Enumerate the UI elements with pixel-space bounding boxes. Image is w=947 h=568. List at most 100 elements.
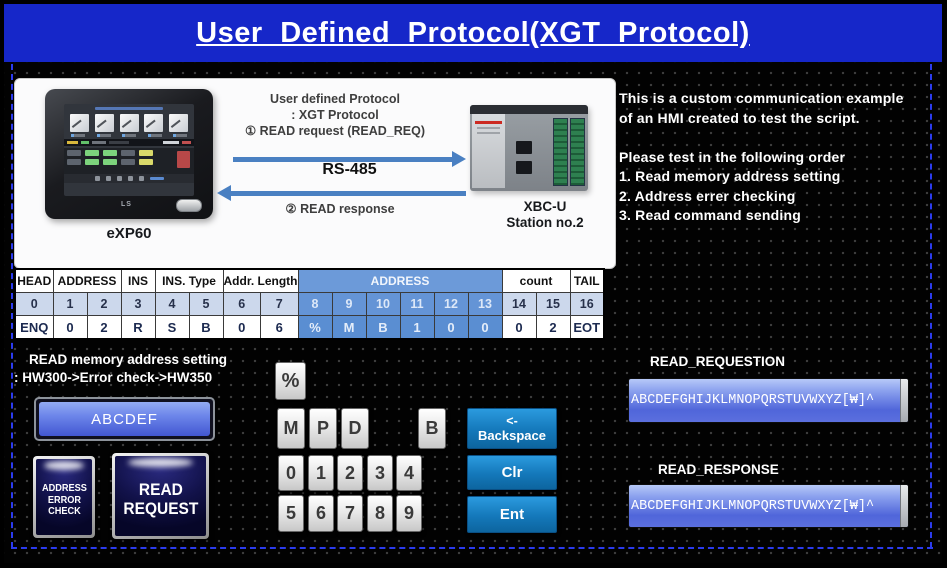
clr-button[interactable]: Clr [467,455,557,490]
memory-setting-line1: READ memory address setting [29,352,228,367]
plc-cpu-module [472,114,505,188]
table-index-cell: 7 [260,292,299,316]
key-percent[interactable]: % [275,362,306,400]
memory-setting-line2: : HW300->Error check->HW350 [14,369,213,385]
info-line: 2. Address errer checking [619,187,796,204]
gauge-tile [70,114,89,132]
table-value-cell: 0 [433,315,469,340]
table-index-cell: 3 [120,292,156,316]
table-value-cell: 0 [52,315,88,340]
table-value-cell: B [365,315,401,340]
gauge-tile [169,114,188,132]
backspace-arrow-icon: <- [506,413,518,428]
read-response-text: ② READ response [285,202,395,216]
key-b[interactable]: B [418,408,446,449]
exp60-label: eXP60 [106,225,152,242]
key-d[interactable]: D [341,408,369,449]
table-value-cell: 6 [260,315,299,340]
key-6[interactable]: 6 [308,495,334,532]
arrow-left-head [217,185,231,201]
plc-terminal-block [553,118,568,186]
read-response-label: READ_RESPONSE [658,462,779,477]
gauge-row [64,113,194,132]
left-guide-line [11,64,13,548]
error-check-label-line3: CHECK [47,506,81,518]
table-header-cell: INS [120,268,156,293]
read-request-arrow [233,151,466,167]
bottom-guide-line [11,547,933,549]
key-m[interactable]: M [277,408,305,449]
gauge-tile [94,114,114,132]
table-index-cell: 14 [501,292,537,316]
key-0[interactable]: 0 [278,455,304,491]
title-bar: User Defined Protocol(XGT Protocol) [4,4,942,62]
table-value-cell: 1 [399,315,435,340]
table-index-cell: 11 [399,292,435,316]
table-index-cell: 13 [467,292,503,316]
key-4[interactable]: 4 [396,455,422,491]
key-3[interactable]: 3 [367,455,393,491]
key-1[interactable]: 1 [308,455,334,491]
key-9[interactable]: 9 [396,495,422,532]
info-line: of an HMI created to test the script. [619,109,860,126]
xbcu-plc-image [470,105,588,191]
table-value-cell: M [331,315,367,340]
key-7[interactable]: 7 [337,495,363,532]
info-line: This is a custom communication example [619,90,904,106]
table-index-cell: 2 [86,292,122,316]
button-gloss [43,461,85,470]
info-line: 3. Read command sending [619,207,801,223]
ls-logo: LS [121,201,132,208]
field-end-cap [900,485,908,527]
icon-bar [64,174,194,183]
table-value-cell: 2 [535,315,571,340]
read-request-label-line1: READ [138,481,183,499]
key-5[interactable]: 5 [278,495,304,532]
address-error-check-button[interactable]: ADDRESS ERROR CHECK [33,456,95,538]
read-requestion-field: ABCDEFGHIJKLMNOPQRSTUVWXYZ[₩]^ [628,378,909,423]
protocol-text-line3: ① READ request (READ_REQ) [245,124,425,138]
table-index-cell: 6 [222,292,261,316]
table-value-cell: 2 [86,315,122,340]
info-text-block: This is a custom communication example o… [619,89,937,226]
read-response-arrow [217,185,466,201]
read-request-button[interactable]: READ REQUEST [112,453,209,539]
value-grid [64,148,194,174]
table-index-cell: 16 [569,292,605,316]
address-input[interactable]: ABCDEF [34,397,215,441]
table-value-cell: ENQ [14,315,54,340]
status-strip [64,139,194,146]
protocol-frame-table: HEAD ADDRESS INS INS. Type Addr. Length … [14,268,605,340]
page-title: User Defined Protocol(XGT Protocol) [196,16,750,49]
address-input-value: ABCDEF [39,402,210,436]
read-request-label-line2: REQUEST [123,500,198,518]
table-index-cell: 8 [297,292,333,316]
backspace-button[interactable]: <- Backspace [467,408,557,449]
key-p[interactable]: P [309,408,337,449]
gauge-tile [119,114,139,132]
table-index-cell: 15 [535,292,571,316]
key-8[interactable]: 8 [367,495,393,532]
table-value-cell: B [188,315,224,340]
protocol-text-line2: : XGT Protocol [291,108,379,122]
exp60-screen-header [64,104,194,113]
ent-button[interactable]: Ent [467,496,557,533]
table-index-cell: 10 [365,292,401,316]
diagram-panel: LS eXP60 User defined Protocol : XGT Pro… [14,78,616,269]
table-header-cell: count [501,268,571,293]
table-value-cell: S [154,315,190,340]
plc-label-line2: Station no.2 [506,215,584,230]
table-header-cell: Addr. Length [222,268,299,293]
table-index-cell: 1 [52,292,88,316]
memory-setting-text: READ memory address setting : HW300->Err… [14,351,227,386]
read-requestion-label: READ_REQUESTION [650,354,786,369]
alarm-block [177,151,190,168]
plc-ethernet-port [516,141,532,154]
plc-label-line1: XBC-U [523,199,567,214]
info-line: 1. Read memory address setting [619,168,841,184]
table-index-cell: 9 [331,292,367,316]
key-2[interactable]: 2 [337,455,363,491]
arrow-right-head [452,151,466,167]
read-requestion-value: ABCDEFGHIJKLMNOPQRSTUVWXYZ[₩]^ [631,393,875,408]
protocol-text: User defined Protocol : XGT Protocol ① R… [215,91,455,139]
